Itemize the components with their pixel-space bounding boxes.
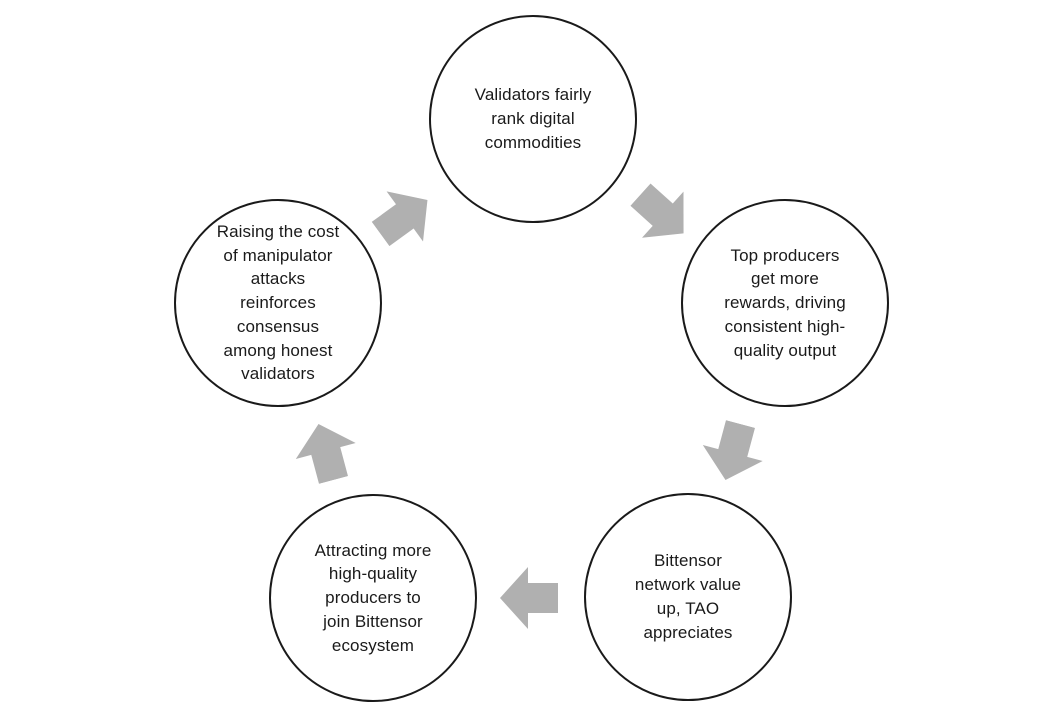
cycle-node-raising-cost: Raising the cost of manipulator attacks … bbox=[174, 199, 382, 407]
block-arrow-icon bbox=[630, 183, 684, 238]
node-label-raising-cost: Raising the cost of manipulator attacks … bbox=[216, 221, 340, 384]
cycle-arrow-network-value-to-attracting bbox=[500, 567, 558, 629]
cycle-arrow-validators-to-producers bbox=[620, 172, 705, 257]
node-label-network-value: Bittensor network value up, TAO apprecia… bbox=[634, 551, 742, 642]
node-label-producers: Top producers get more rewards, driving … bbox=[724, 245, 846, 360]
cycle-arrow-producers-to-network-value bbox=[696, 416, 771, 488]
cycle-node-network-value: Bittensor network value up, TAO apprecia… bbox=[584, 493, 792, 701]
cycle-node-validators: Validators fairly rank digital commoditi… bbox=[429, 15, 637, 223]
node-label-validators: Validators fairly rank digital commoditi… bbox=[474, 85, 592, 152]
cycle-node-attracting: Attracting more high-quality producers t… bbox=[269, 494, 477, 702]
cycle-arrow-attracting-to-raising-cost bbox=[289, 416, 364, 488]
cycle-arrow-raising-cost-to-validators bbox=[362, 175, 445, 259]
cycle-node-producers: Top producers get more rewards, driving … bbox=[681, 199, 889, 407]
node-label-attracting: Attracting more high-quality producers t… bbox=[314, 540, 432, 655]
block-arrow-icon bbox=[702, 420, 763, 481]
block-arrow-icon bbox=[295, 423, 356, 484]
block-arrow-icon bbox=[500, 567, 558, 629]
block-arrow-icon bbox=[371, 191, 428, 247]
